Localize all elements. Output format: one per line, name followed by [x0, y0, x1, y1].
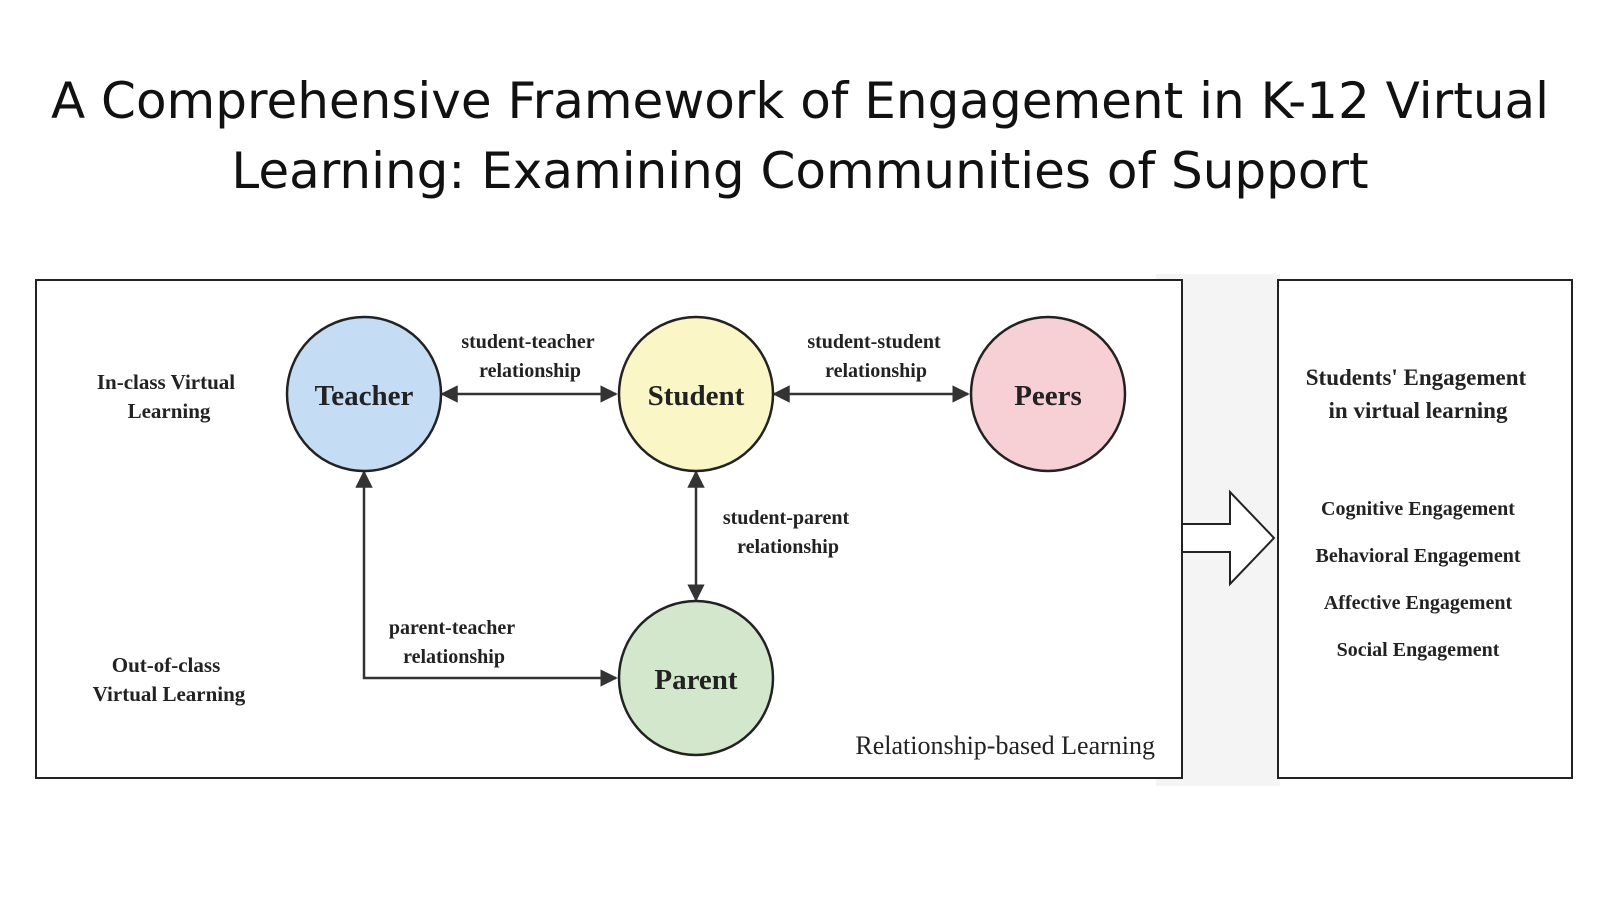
parent-node: Parent: [617, 599, 775, 757]
parent-teacher-label-1: parent-teacher: [389, 617, 515, 639]
student-node: Student: [617, 315, 775, 473]
student-teacher-label-2: relationship: [479, 360, 581, 382]
parent-circle: [617, 599, 775, 757]
teacher-circle: [285, 315, 443, 473]
peers-label: Peers: [1014, 380, 1082, 412]
engagement-heading-1: Students' Engagement: [1306, 365, 1527, 390]
engagement-item: Affective Engagement: [1324, 592, 1513, 614]
title-line-2: Learning: Examining Communities of Suppo…: [231, 142, 1369, 200]
engagement-item: Behavioral Engagement: [1316, 545, 1521, 567]
student-circle: [617, 315, 775, 473]
engagement-frame: [1277, 279, 1573, 779]
slide-title: A Comprehensive Framework of Engagement …: [0, 66, 1600, 206]
engagement-heading-2: in virtual learning: [1329, 398, 1508, 423]
parent-label: Parent: [654, 664, 738, 696]
student-parent-label-1: student-parent: [723, 507, 850, 529]
engagement-item: Cognitive Engagement: [1321, 498, 1515, 520]
out-class-label-2: Virtual Learning: [93, 682, 246, 706]
parent-teacher-label-2: relationship: [403, 646, 505, 668]
peers-node: Peers: [969, 315, 1127, 473]
teacher-node: Teacher: [285, 315, 443, 473]
title-line-1: A Comprehensive Framework of Engagement …: [50, 72, 1550, 130]
in-class-label-1: In-class Virtual: [97, 370, 235, 394]
student-label: Student: [648, 380, 745, 412]
engagement-item: Social Engagement: [1337, 639, 1500, 661]
student-student-label-2: relationship: [825, 360, 927, 382]
out-class-label-1: Out-of-class: [112, 653, 221, 677]
outcome-arrow: [1181, 489, 1276, 587]
parent-teacher-arrow: [355, 470, 618, 687]
peers-circle: [969, 315, 1127, 473]
student-teacher-label-1: student-teacher: [461, 331, 594, 353]
in-class-label-2: Learning: [128, 399, 211, 423]
frame-caption: Relationship-based Learning: [855, 731, 1155, 760]
student-student-label-1: student-student: [807, 331, 941, 353]
student-parent-label-2: relationship: [737, 536, 839, 558]
teacher-label: Teacher: [315, 380, 414, 412]
